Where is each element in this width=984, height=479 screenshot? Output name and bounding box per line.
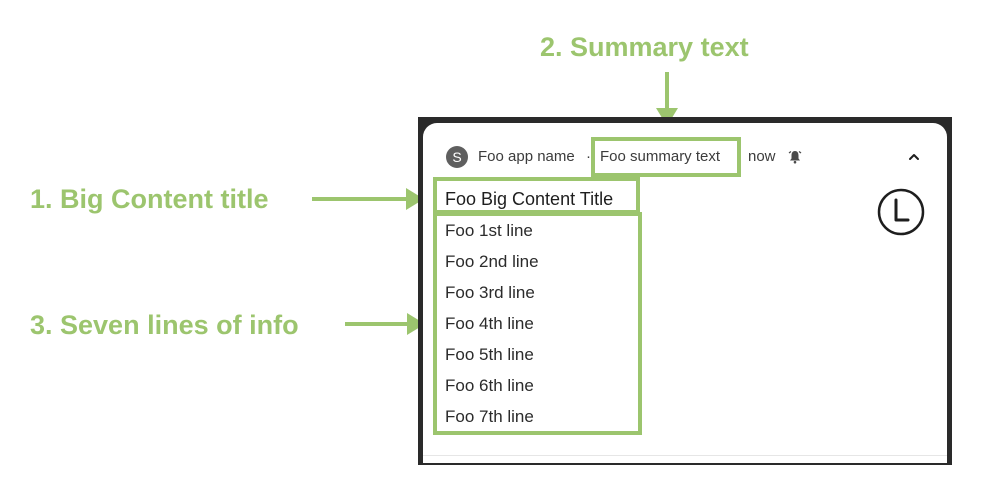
lines-highlight-box: [433, 212, 642, 435]
app-name: Foo app name: [478, 148, 575, 165]
info-line-6: Foo 6th line: [445, 376, 534, 395]
card-divider: [423, 455, 947, 456]
big-title-annotation: 1. Big Content title: [30, 184, 269, 214]
big-content-title: Foo Big Content Title: [445, 189, 614, 209]
info-line-1: Foo 1st line: [445, 221, 533, 240]
big-title-arrow: [312, 188, 424, 210]
alarm-bell-icon: [788, 150, 802, 164]
summary-highlight-box: [591, 137, 741, 177]
info-line-5: Foo 5th line: [445, 345, 534, 364]
info-line-3: Foo 3rd line: [445, 283, 535, 302]
notification-time: now: [748, 148, 776, 165]
header-separator: ·: [586, 148, 591, 165]
summary-text-annotation: 2. Summary text: [540, 32, 749, 62]
info-line-2: Foo 2nd line: [445, 252, 539, 271]
summary-arrow: [656, 72, 678, 126]
title-highlight-box: [433, 177, 640, 214]
clock-icon: [877, 188, 925, 236]
summary-text: Foo summary text: [600, 148, 721, 165]
app-icon: S: [446, 146, 468, 168]
seven-lines-annotation: 3. Seven lines of info: [30, 310, 299, 340]
info-line-4: Foo 4th line: [445, 314, 534, 333]
info-line-7: Foo 7th line: [445, 407, 534, 426]
seven-lines-arrow: [345, 313, 425, 335]
chevron-up-icon[interactable]: [906, 150, 922, 164]
